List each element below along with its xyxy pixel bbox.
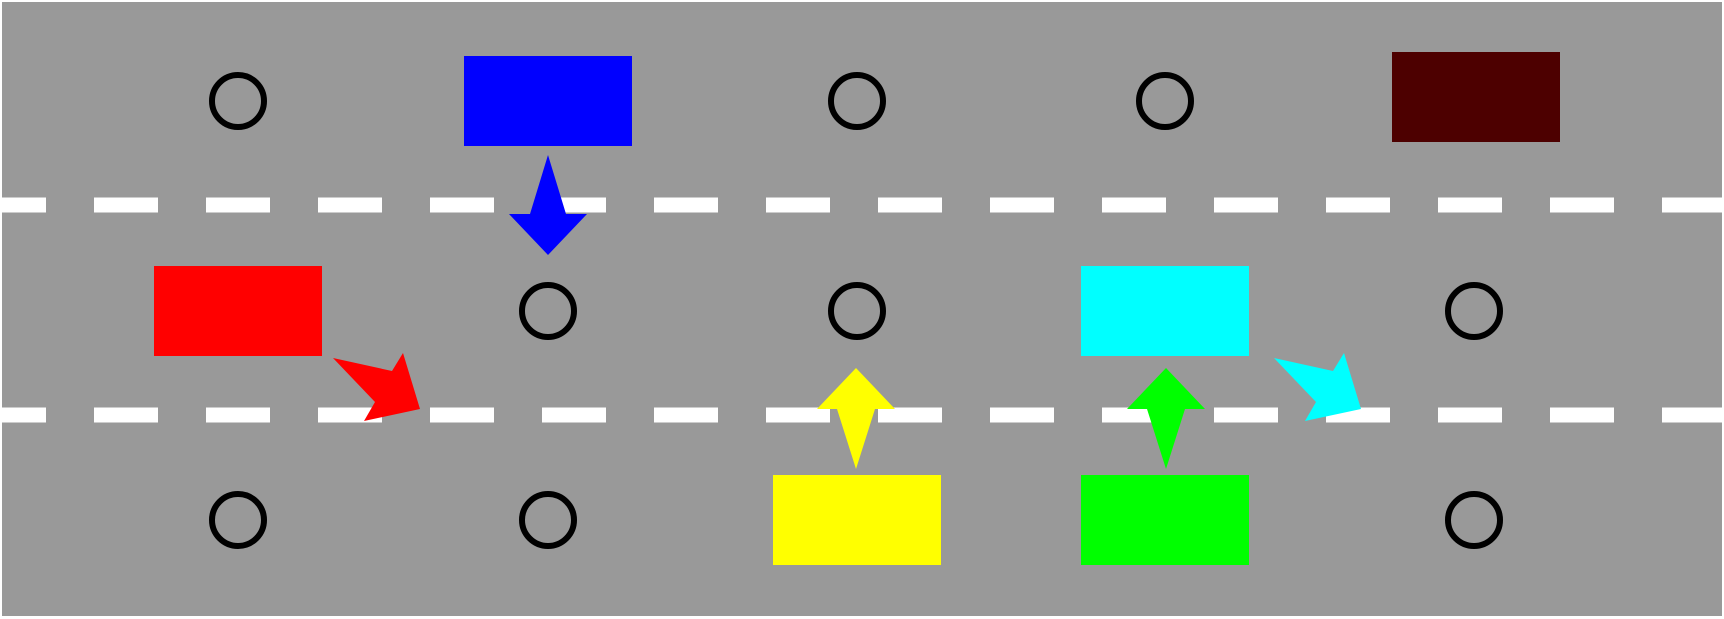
red-vehicle bbox=[154, 266, 322, 356]
cyan-vehicle bbox=[1081, 266, 1249, 356]
empty-slot-circle bbox=[1136, 72, 1194, 130]
motion-arrows bbox=[333, 155, 1361, 469]
empty-slot-circle bbox=[519, 282, 577, 340]
empty-slot-circle bbox=[1445, 282, 1503, 340]
red-arrow bbox=[333, 353, 420, 421]
dark-red-vehicle bbox=[1392, 52, 1560, 142]
empty-slot-circle bbox=[828, 282, 886, 340]
empty-slot-circle bbox=[1445, 491, 1503, 549]
empty-slot-circle bbox=[519, 491, 577, 549]
empty-slot-circle bbox=[209, 72, 267, 130]
green-arrow bbox=[1127, 368, 1205, 469]
blue-arrow bbox=[509, 155, 587, 255]
yellow-vehicle bbox=[773, 475, 941, 565]
blue-vehicle bbox=[464, 56, 632, 146]
empty-slot-circle bbox=[828, 72, 886, 130]
yellow-arrow bbox=[817, 368, 895, 469]
empty-slots bbox=[209, 72, 1503, 549]
empty-slot-circle bbox=[209, 491, 267, 549]
cyan-arrow bbox=[1274, 353, 1361, 421]
green-vehicle bbox=[1081, 475, 1249, 565]
vehicles bbox=[154, 52, 1560, 565]
